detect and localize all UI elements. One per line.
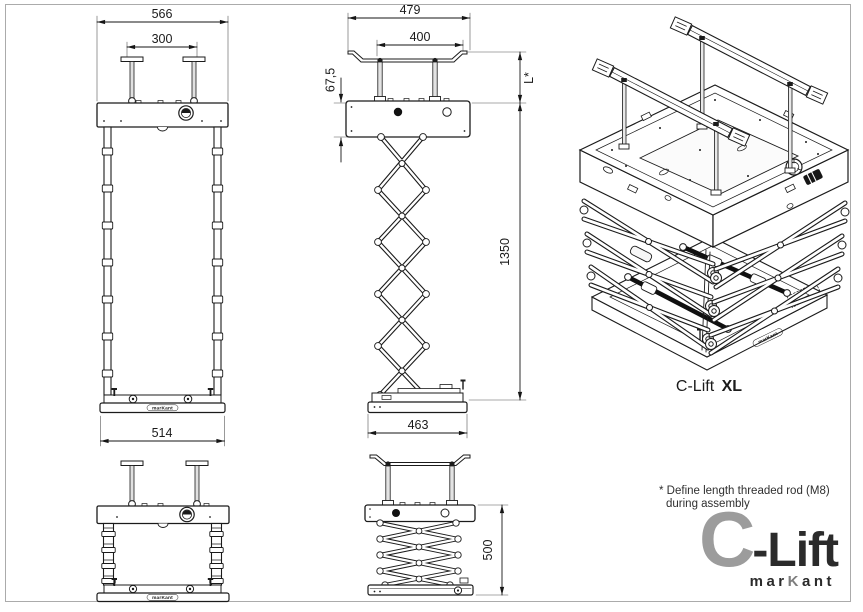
drive-housing-side-collapsed xyxy=(364,502,476,523)
ceiling-bracket xyxy=(347,50,468,63)
dial-knob-icon xyxy=(179,506,195,523)
drive-housing-side xyxy=(345,98,471,138)
scissor-mechanism xyxy=(374,133,430,399)
logo-brand-k: K xyxy=(787,573,802,590)
dim-500: 500 xyxy=(481,540,495,561)
bottom-tray-side-collapsed xyxy=(367,577,474,596)
scissor-mechanism-collapsed xyxy=(376,519,462,589)
clift-logo: C-Lift marKant xyxy=(640,500,839,589)
brand-tray-label: marKant xyxy=(152,595,173,601)
dim-67-5: 67,5 xyxy=(324,68,338,92)
logo-brand-post: ant xyxy=(802,573,835,590)
scissor-columns xyxy=(101,126,224,396)
dim-566: 566 xyxy=(152,7,173,21)
dim-300: 300 xyxy=(152,32,173,46)
view-front-extended: 566 300 514 xyxy=(96,7,229,447)
model-label: C-Lift XL xyxy=(676,378,742,395)
view-isometric: marKant xyxy=(578,16,850,395)
brand-tray-label: marKant xyxy=(152,406,173,412)
dim-1350: 1350 xyxy=(498,238,512,266)
logo-suffix: -Lift xyxy=(752,524,839,577)
dim-479: 479 xyxy=(400,3,421,17)
dim-rod-length: L* xyxy=(522,72,536,84)
assembly-note: * Define length threaded rod (M8) during… xyxy=(659,485,830,511)
dial-knob-icon xyxy=(178,105,194,121)
dim-463: 463 xyxy=(408,418,429,432)
model-label-name: C-Lift xyxy=(676,378,715,395)
iso-ceiling-brackets xyxy=(591,16,829,196)
iso-motor-coupler xyxy=(803,169,823,185)
logo-c-mark: C xyxy=(699,495,755,583)
ceiling-rods-collapsed xyxy=(120,460,209,508)
bottom-tray-side xyxy=(367,379,468,414)
scissor-columns-collapsed xyxy=(101,522,224,586)
dim-400: 400 xyxy=(410,30,431,44)
model-label-size: XL xyxy=(722,378,743,395)
bottom-tray-collapsed: marKant xyxy=(96,578,230,603)
assembly-note-line2: during assembly xyxy=(666,498,750,510)
ceiling-rods xyxy=(120,56,206,105)
assembly-note-line1: * Define length threaded rod (M8) xyxy=(659,485,830,497)
logo-brand-markant: marKant xyxy=(640,574,838,589)
dim-514: 514 xyxy=(152,426,173,440)
drive-housing-collapsed xyxy=(96,503,230,528)
view-side-extended: 479 400 67,5 L* 1350 463 xyxy=(324,3,536,439)
sheet-border xyxy=(5,4,851,602)
logo-brand-pre: mar xyxy=(749,573,788,590)
drive-housing xyxy=(96,100,229,132)
bottom-tray: marKant xyxy=(99,388,226,414)
iso-housing xyxy=(578,84,850,248)
view-side-collapsed: 500 xyxy=(364,454,509,596)
iso-scissors-right xyxy=(705,200,850,356)
view-front-collapsed: marKant xyxy=(96,460,230,603)
ceiling-bracket xyxy=(369,454,471,466)
